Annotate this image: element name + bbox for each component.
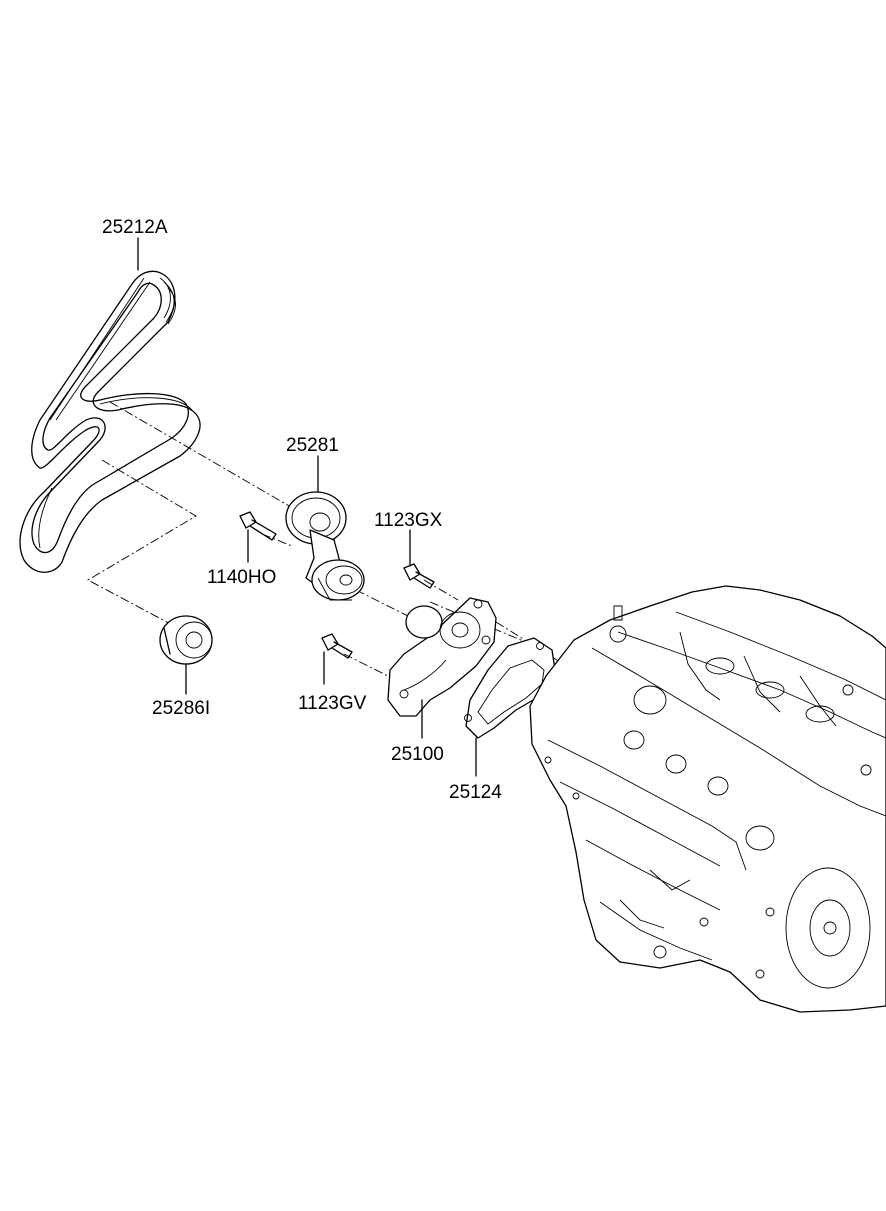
callout-lines <box>137 237 477 777</box>
label-tensioner: 25281 <box>286 435 339 456</box>
idler-pulley <box>159 615 213 665</box>
label-water-pump: 25100 <box>391 744 444 765</box>
label-pump-bolt-lower: 1123GV <box>298 693 367 714</box>
label-idler-pulley: 25286I <box>152 698 210 719</box>
engine-block <box>529 585 886 1013</box>
label-belt: 25212A <box>102 217 168 238</box>
pump-bolt-lower <box>321 633 353 659</box>
label-tensioner-bolt: 1140HO <box>207 567 276 588</box>
serpentine-belt <box>19 270 201 573</box>
label-pump-bolt-upper: 1123GX <box>374 510 443 531</box>
tensioner-bolt <box>239 511 277 541</box>
pump-bolt-upper <box>403 563 435 589</box>
belt-tensioner <box>285 491 365 601</box>
label-pump-gasket: 25124 <box>449 782 502 803</box>
water-pump <box>387 597 497 717</box>
